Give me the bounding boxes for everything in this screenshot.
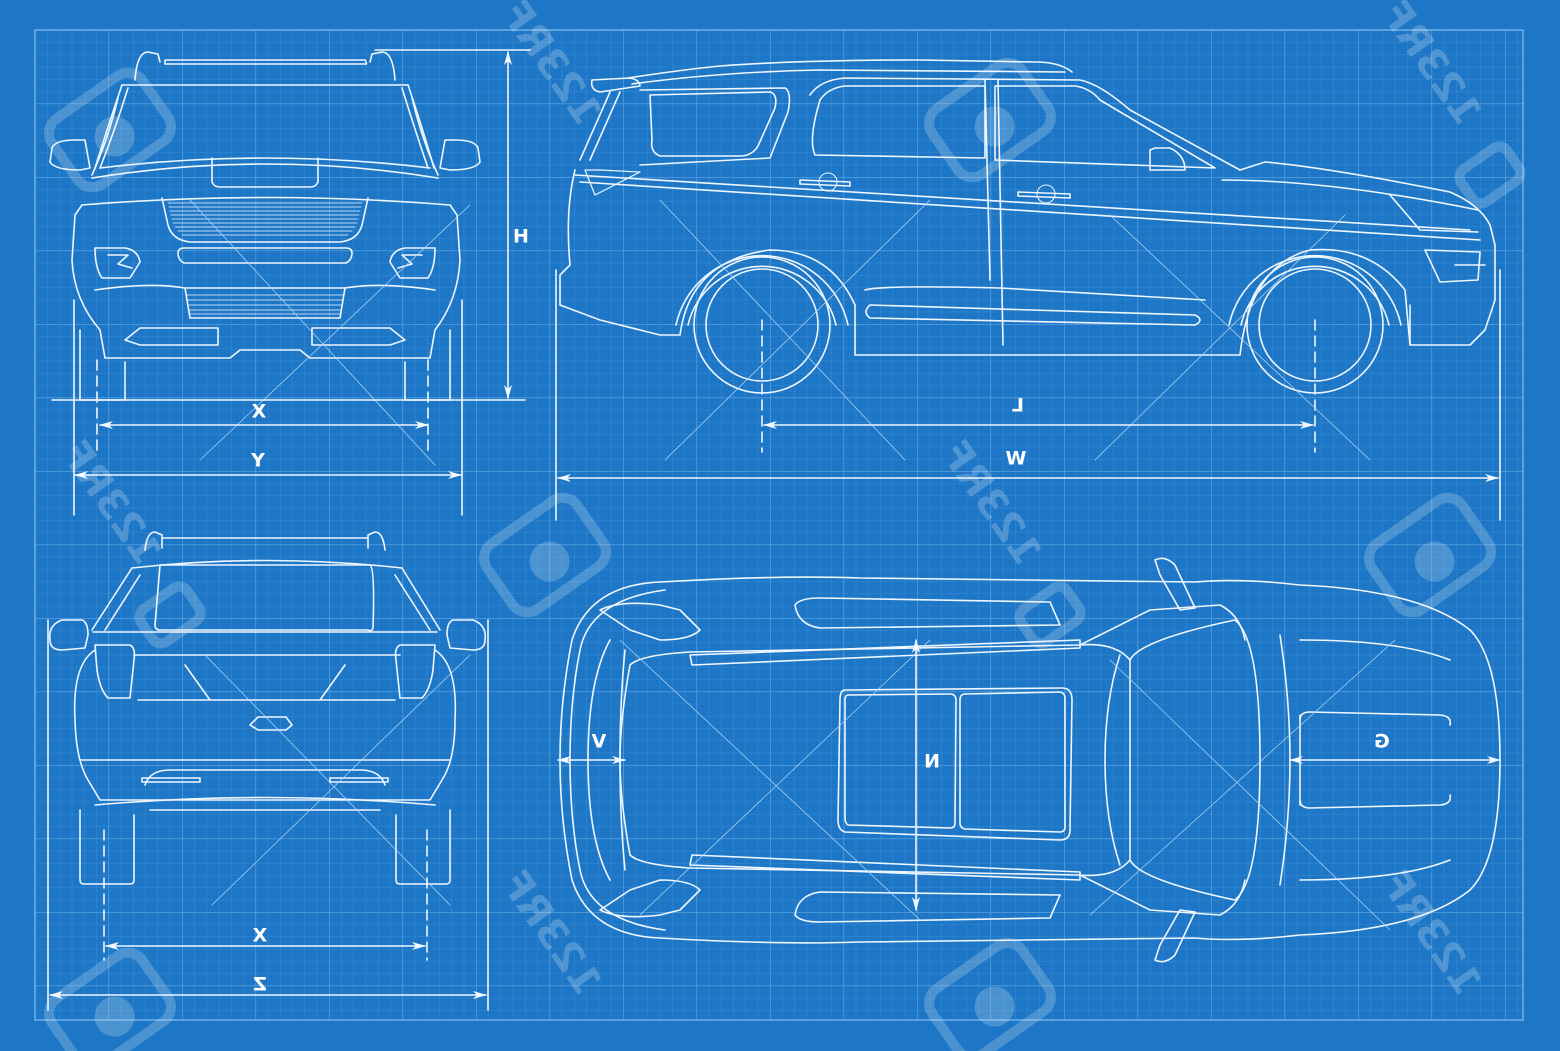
dimension-label-v: V	[591, 730, 607, 753]
grid	[34, 29, 1524, 1021]
dimension-label-h: H	[513, 225, 529, 248]
top-dimensions	[557, 639, 1501, 911]
dimension-label-z: Z	[253, 973, 267, 996]
dimension-label-l: L	[1011, 394, 1025, 417]
dimension-label-n: N	[924, 750, 940, 773]
rear-dimensions	[47, 619, 489, 1011]
side-view	[559, 59, 1496, 461]
dimension-label-x-rear: X	[252, 924, 268, 947]
top-view	[559, 557, 1501, 963]
rear-view	[48, 531, 487, 961]
dimension-label-w: W	[1005, 447, 1027, 470]
watermark-icons	[44, 57, 1526, 1051]
dimension-label-g: G	[1374, 730, 1390, 753]
dimension-label-y: Y	[251, 449, 265, 472]
front-dimensions	[51, 49, 531, 516]
front-view	[49, 51, 481, 466]
side-dimensions	[555, 269, 1501, 521]
dimension-label-x-front: X	[251, 400, 267, 423]
